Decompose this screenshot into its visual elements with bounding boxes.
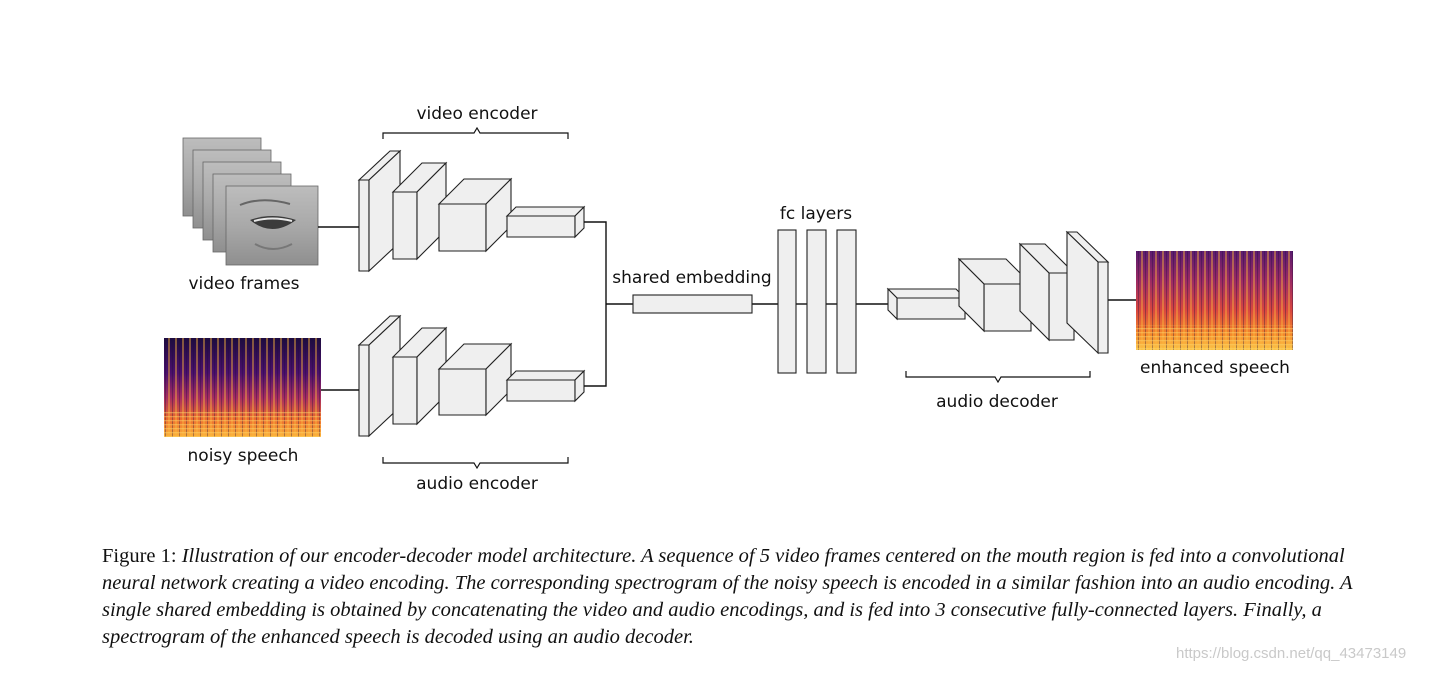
architecture-diagram: video frames noisy speech enhanced speec… bbox=[164, 104, 1293, 494]
noisy-speech-label: noisy speech bbox=[188, 446, 299, 466]
caption-text: Illustration of our encoder-decoder mode… bbox=[102, 545, 1353, 648]
audio-decoder-label: audio decoder bbox=[936, 392, 1058, 412]
enhanced-speech-label: enhanced speech bbox=[1140, 358, 1290, 378]
video-encoder bbox=[357, 149, 586, 273]
shared-embedding-label: shared embedding bbox=[612, 268, 771, 288]
enhanced-speech-spectrogram bbox=[1136, 251, 1293, 350]
audio-decoder bbox=[886, 230, 1110, 355]
connections bbox=[318, 221, 1136, 391]
conv-block bbox=[437, 177, 513, 253]
deconv-block bbox=[886, 287, 967, 321]
conv-block bbox=[505, 205, 586, 239]
figure-caption: Figure 1: Illustration of our encoder-de… bbox=[102, 543, 1362, 651]
noisy-speech-spectrogram bbox=[164, 338, 321, 437]
audio-encoder bbox=[357, 314, 586, 438]
caption-prefix: Figure 1: bbox=[102, 545, 177, 567]
audio-decoder-brace bbox=[905, 371, 1091, 384]
fc-layer bbox=[777, 229, 797, 374]
conv-block bbox=[391, 326, 448, 426]
video-encoder-brace bbox=[382, 126, 569, 139]
conv-block bbox=[357, 149, 402, 273]
video-frame bbox=[225, 185, 319, 266]
conv-block bbox=[505, 369, 586, 403]
audio-encoder-label: audio encoder bbox=[416, 474, 538, 494]
deconv-block bbox=[957, 257, 1033, 333]
video-frames-label: video frames bbox=[188, 274, 299, 294]
conv-block bbox=[357, 314, 402, 438]
fc-layer bbox=[806, 229, 827, 374]
conv-block bbox=[437, 342, 513, 417]
watermark: https://blog.csdn.net/qq_43473149 bbox=[1176, 645, 1407, 662]
fc-layers-label: fc layers bbox=[780, 204, 852, 224]
fc-layers bbox=[777, 229, 857, 374]
video-encoder-label: video encoder bbox=[416, 104, 537, 124]
conv-block bbox=[391, 161, 448, 261]
audio-encoder-brace bbox=[382, 457, 569, 470]
deconv-block bbox=[1065, 230, 1110, 355]
video-frames-stack bbox=[182, 137, 319, 266]
fc-layer bbox=[836, 229, 857, 374]
shared-embedding-box bbox=[632, 294, 753, 314]
